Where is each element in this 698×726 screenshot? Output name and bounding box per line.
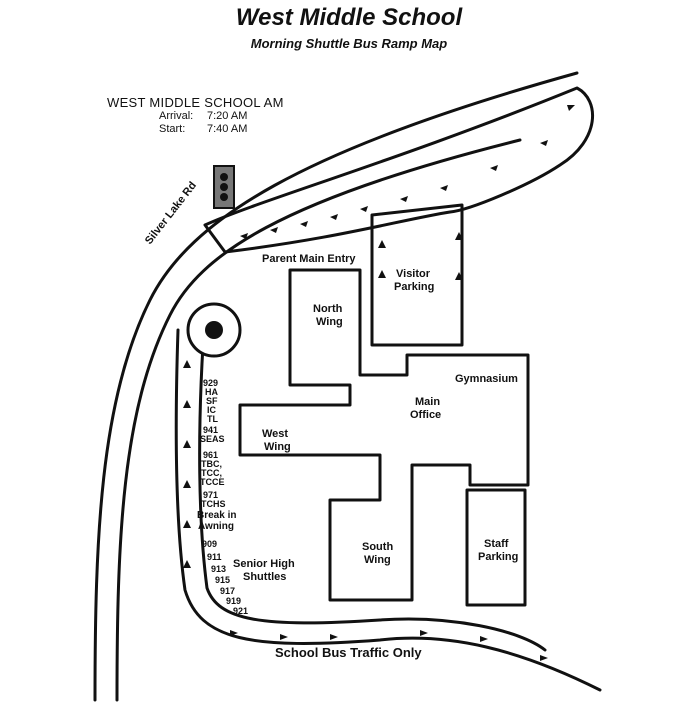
bus-stop-label: 961	[203, 450, 218, 460]
senior-high-label-1: Senior High	[233, 558, 295, 570]
schedule-box: WEST MIDDLE SCHOOL AM Arrival: 7:20 AM S…	[107, 95, 327, 136]
south-wing-label-2: Wing	[364, 554, 391, 566]
bus-stop-label: 929	[203, 378, 218, 388]
staff-parking-label-1: Staff	[484, 538, 509, 550]
bus-stop-label: 911	[207, 552, 222, 562]
arrival-row: Arrival: 7:20 AM	[159, 110, 327, 123]
visitor-parking-label-1: Visitor	[396, 268, 431, 280]
awning-label-2: Awning	[198, 521, 234, 532]
bus-stop-label: 915	[215, 575, 230, 585]
gymnasium-label: Gymnasium	[455, 373, 518, 385]
start-time: 7:40 AM	[207, 123, 248, 135]
school-building	[238, 268, 530, 602]
staff-parking-label-2: Parking	[478, 551, 518, 563]
visitor-parking-lot	[370, 203, 464, 347]
south-wing-label-1: South	[362, 541, 393, 553]
bus-traffic-label: School Bus Traffic Only	[275, 645, 422, 660]
arrival-time: 7:20 AM	[207, 110, 248, 122]
west-wing-label-2: Wing	[264, 441, 291, 453]
direction-arrows	[183, 105, 575, 661]
bus-stop-label: 971	[203, 490, 218, 500]
bus-stop-label: 909	[202, 539, 217, 549]
parent-entry-label: Parent Main Entry	[262, 253, 356, 265]
road-edge-inner	[115, 138, 522, 702]
start-row: Start: 7:40 AM	[159, 123, 327, 136]
bus-stop-label: HA	[205, 387, 218, 397]
bus-stop-label: 919	[226, 596, 241, 606]
west-wing-label-1: West	[262, 428, 288, 440]
north-wing-label-2: Wing	[316, 316, 343, 328]
bus-stop-label: 917	[220, 586, 235, 596]
road-edge-outer	[93, 71, 579, 702]
north-wing-label-1: North	[313, 303, 343, 315]
main-office-label-1: Main	[415, 396, 440, 408]
bus-stop-label: TCC,	[201, 468, 222, 478]
bus-stop-label: TBC,	[201, 459, 222, 469]
bus-stop-label: IC	[207, 405, 217, 415]
bus-ramp-outer	[174, 328, 602, 692]
awning-label-1: Break in	[197, 510, 236, 521]
bus-stop-label: 941	[203, 425, 218, 435]
upper-loop-outer	[203, 86, 595, 254]
visitor-parking-label-2: Parking	[394, 281, 434, 293]
bus-stop-list: 929 HA SF IC TL 941 SEAS 961 TBC, TCC, T…	[197, 378, 248, 616]
turnaround-center	[205, 321, 223, 339]
bus-stop-label: TCCE	[200, 477, 225, 487]
staff-parking-lot	[465, 488, 527, 607]
schedule-heading: WEST MIDDLE SCHOOL AM	[107, 95, 284, 110]
bus-stop-label: SEAS	[200, 434, 225, 444]
bus-stop-label: TL	[207, 414, 218, 424]
bus-stop-label: TCHS	[201, 499, 226, 509]
bus-stop-label: SF	[206, 396, 218, 406]
bus-stop-label: 913	[211, 564, 226, 574]
main-office-label-2: Office	[410, 409, 441, 421]
traffic-signal-icon	[213, 165, 235, 209]
start-label: Start:	[159, 123, 186, 135]
page-subtitle: Morning Shuttle Bus Ramp Map	[250, 36, 448, 51]
bus-ramp-inner	[198, 343, 547, 652]
page-title: West Middle School	[235, 4, 463, 31]
bus-stop-label: 921	[233, 606, 248, 616]
arrival-label: Arrival:	[159, 110, 194, 122]
senior-high-label-2: Shuttles	[243, 571, 286, 583]
road-label: Silver Lake Rd	[143, 180, 199, 247]
